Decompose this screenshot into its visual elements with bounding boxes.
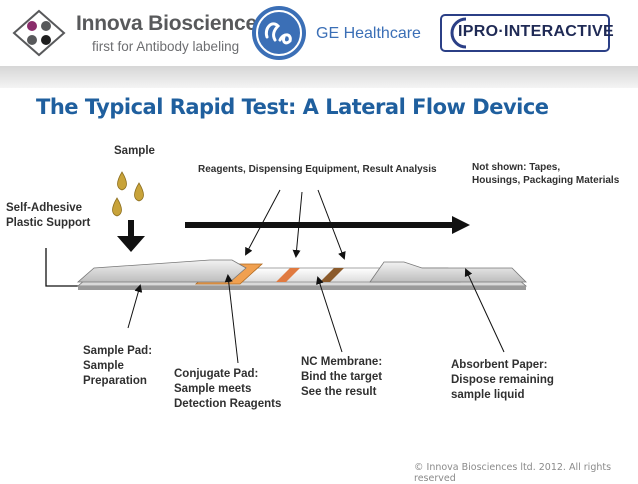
control-line — [320, 268, 344, 282]
header-divider — [0, 66, 638, 88]
slide-title: The Typical Rapid Test: A Lateral Flow D… — [36, 95, 549, 119]
sample-label: Sample — [114, 145, 155, 157]
ge-name: GE Healthcare — [316, 25, 421, 42]
conjugate-pad-label: Conjugate Pad: Sample meets Detection Re… — [174, 368, 282, 410]
reagents-label: Reagents, Dispensing Equipment, Result A… — [198, 164, 437, 175]
sample-pad — [76, 259, 247, 283]
sample-drop-icon — [112, 171, 144, 217]
innova-tagline: first for Antibody labeling — [92, 39, 240, 54]
absorbent-label: Absorbent Paper: Dispose remaining sampl… — [451, 359, 554, 401]
down-arrow-icon — [117, 220, 145, 252]
innova-logo-icon — [12, 9, 66, 57]
test-line — [276, 268, 300, 282]
nc-membrane-label: NC Membrane: Bind the target See the res… — [301, 356, 383, 398]
ge-logo-icon — [252, 6, 306, 60]
flow-arrow-icon — [185, 216, 470, 234]
ipro-name: IPRO·INTERACTIVE — [458, 23, 614, 40]
support-label: Self-Adhesive Plastic Support — [6, 202, 91, 229]
absorbent-pad — [369, 261, 527, 283]
ipro-logo — [440, 14, 610, 52]
ipro-arc-icon — [450, 17, 467, 49]
innova-name: Innova Biosciences — [76, 12, 269, 35]
sample-pad-label: Sample Pad: Sample Preparation — [83, 345, 153, 387]
support-bracket — [45, 248, 78, 287]
not-shown-label: Not shown: Tapes, Housings, Packaging Ma… — [472, 162, 620, 186]
copyright-footer: © Innova Biosciences ltd. 2012. All righ… — [414, 462, 612, 484]
